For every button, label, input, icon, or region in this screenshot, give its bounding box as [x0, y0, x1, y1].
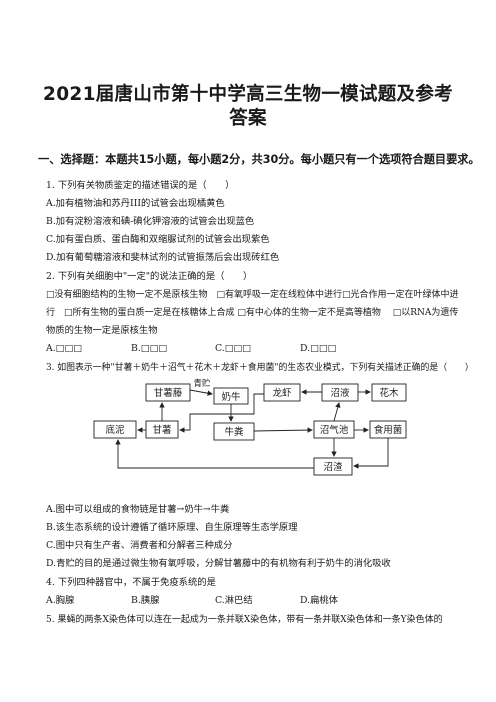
q1-option-c: C.加有蛋白质、蛋白酶和双缩脲试剂的试管会出现紫色 — [46, 234, 270, 245]
node-biogas-slurry: 沼液 — [330, 387, 350, 399]
q1-option-d: D.加有葡萄糖溶液和斐林试剂的试管振荡后会出现砖红色 — [46, 252, 280, 263]
q3-option-c: C.图中只有生产者、消费者和分解者三种成分 — [46, 540, 233, 551]
q2-stem: 2. 下列有关细胞中"一定"的说法正确的是（ ） — [46, 271, 253, 282]
q4-option-c: C.淋巴结 — [215, 595, 253, 606]
node-sweet-potato-vine: 甘薯藤 — [154, 387, 183, 399]
node-cow-dung: 牛粪 — [224, 426, 244, 438]
q2-option-a: A.□□□ — [46, 343, 83, 354]
q2-statement-line3: 物质的生物一定是原核生物 — [46, 325, 158, 336]
q1-stem: 1. 下列有关物质鉴定的描述错误的是（ ） — [46, 180, 235, 191]
q4-option-a: A.胸腺 — [46, 595, 75, 606]
node-sweet-potato: 甘薯 — [152, 424, 171, 436]
q3-option-b: B.该生态系统的设计遵循了循环原理、自生原理等生态学原理 — [46, 522, 298, 533]
q4-option-d: D.扁桃体 — [300, 595, 338, 606]
q4-stem: 4. 下列四种器官中，不属于免疫系统的是 — [46, 577, 216, 588]
node-dairy-cow: 奶牛 — [221, 391, 241, 403]
q2-option-d: D.□□□ — [300, 343, 337, 354]
q2-statement-line1: □没有细胞结构的生物一定不是原核生物 □有氧呼吸一定在线粒体中进行□光合作用一定… — [46, 290, 459, 300]
node-crayfish: 龙虾 — [272, 387, 292, 399]
node-bottom-mud: 底泥 — [105, 424, 125, 436]
q5-stem: 5. 果蝇的两条X染色体可以连在一起成为一条并联X染色体，带有一条并联X染色体和… — [46, 615, 443, 625]
q4-option-b: B.胰腺 — [131, 595, 160, 606]
document-title-line1: 2021届唐山市第十中学高三生物一模试题及参考 — [43, 84, 453, 105]
document-title-line2: 答案 — [229, 108, 267, 129]
node-biogas-residue: 沼渣 — [323, 461, 343, 473]
q3-option-d: D.青贮的目的是通过微生物有氧呼吸，分解甘薯藤中的有机物有利于奶牛的消化吸收 — [46, 558, 391, 569]
edge-label-silage: 青贮 — [193, 378, 211, 389]
node-flowers-trees: 花木 — [379, 387, 399, 399]
q2-option-b: B.□□□ — [131, 343, 168, 354]
q2-statement-line2: 行 □所有生物的蛋白质一定是在核糖体上合成 □有中心体的生物一定不是高等植物 □… — [46, 308, 459, 318]
ecological-agriculture-diagram: 甘薯藤 奶牛 龙虾 沼液 花木 底泥 甘薯 牛粪 沼气池 食用菌 沼渣 青贮 — [93, 378, 407, 476]
q3-stem: 3. 如图表示一种"甘薯＋奶牛＋沼气＋花木＋龙虾＋食用菌"的生态农业模式，下列有… — [46, 363, 474, 373]
node-edible-fungi: 食用菌 — [374, 424, 403, 436]
q2-option-c: C.□□□ — [215, 343, 252, 354]
node-biogas-digester: 沼气池 — [320, 424, 349, 436]
section-heading: 一、选择题：本题共15小题，每小题2分，共30分。每小题只有一个选项符合题目要求… — [38, 153, 480, 166]
q1-option-b: B.加有淀粉溶液和碘-碘化钾溶液的试管会出现蓝色 — [46, 216, 255, 227]
q3-option-a: A.图中可以组成的食物链是甘薯→奶牛→牛粪 — [46, 504, 230, 515]
q1-option-a: A.加有植物油和苏丹III的试管会出现橘黄色 — [46, 198, 225, 209]
